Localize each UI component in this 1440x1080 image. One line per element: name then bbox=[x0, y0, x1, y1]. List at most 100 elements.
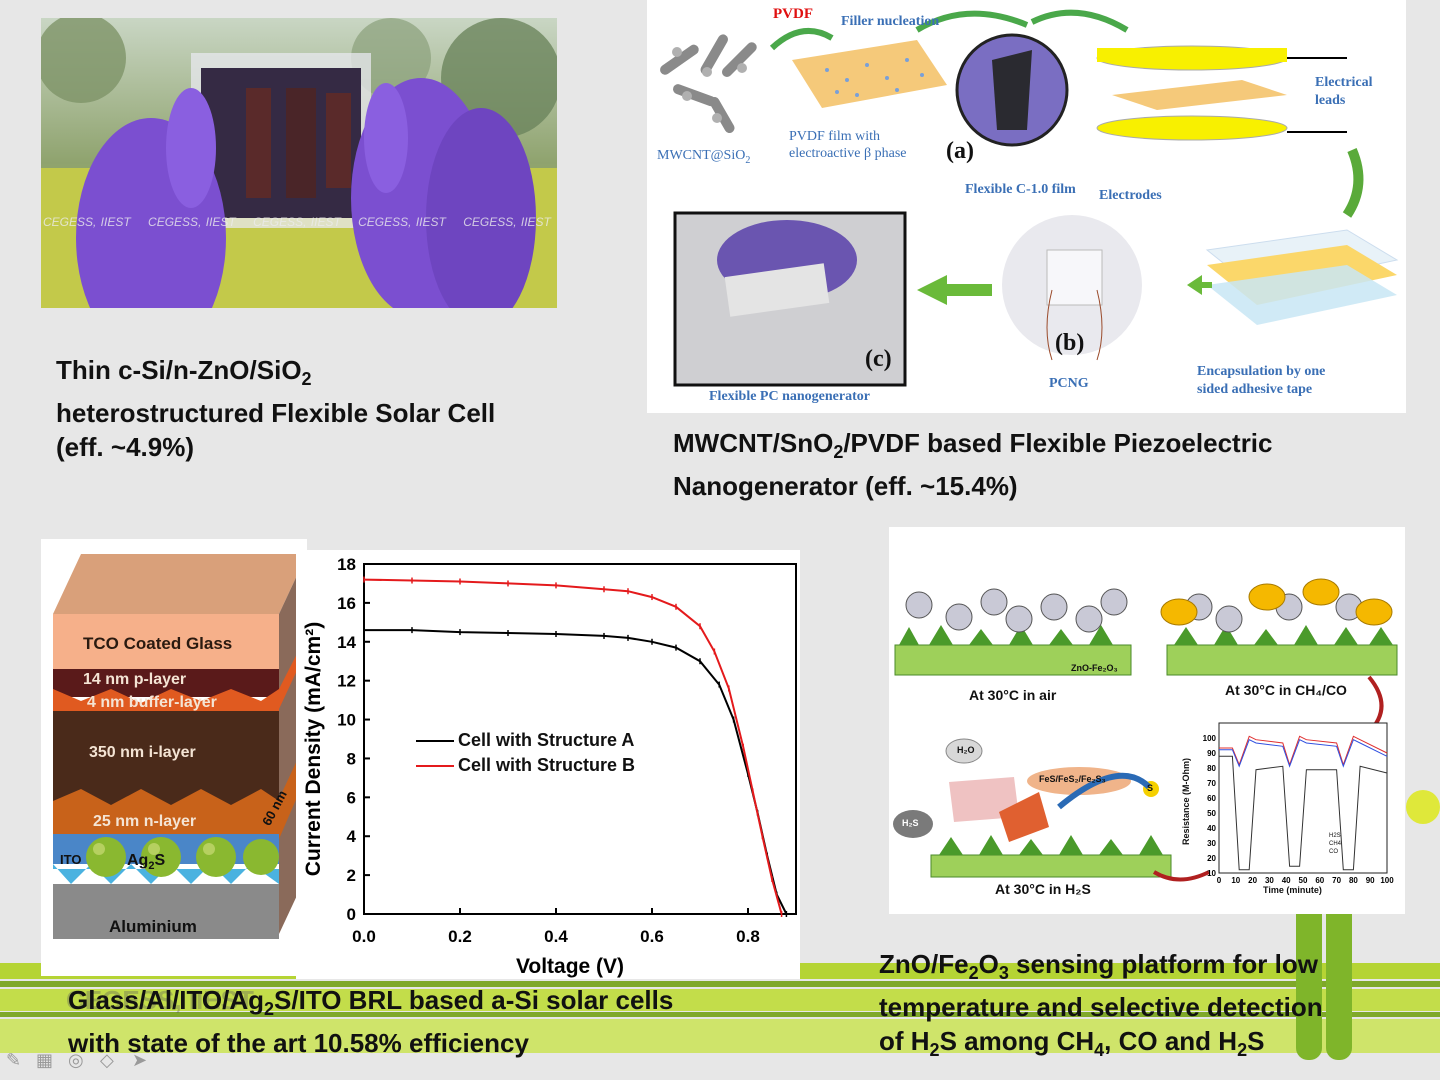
y-tick-label: 16 bbox=[337, 594, 356, 613]
label-electrodes: Electrodes bbox=[1099, 188, 1162, 203]
green-band-thin bbox=[0, 981, 1440, 987]
label-h2s-condition: At 30°C in H₂S bbox=[995, 881, 1091, 897]
green-dot bbox=[1406, 790, 1440, 824]
inset-y-tick-label: 20 bbox=[1207, 854, 1216, 863]
y-tick-label: 12 bbox=[337, 672, 356, 691]
inset-legend: H2S CH4 CO bbox=[1329, 832, 1341, 856]
zoom-tool-icon[interactable]: ◎ bbox=[68, 1050, 84, 1071]
layer-ito: ITO bbox=[60, 852, 82, 867]
label-flexible-film: Flexible C-1.0 film bbox=[965, 182, 1076, 197]
label-c: (c) bbox=[865, 346, 892, 372]
inset-y-tick-label: 100 bbox=[1203, 734, 1217, 743]
inset-x-tick-label: 70 bbox=[1332, 876, 1341, 885]
solar-cell-photo: CEGESS, IIEST CEGESS, IIEST CEGESS, IIES… bbox=[41, 18, 557, 308]
green-pillar-right bbox=[1326, 910, 1352, 1060]
label-h2s-cloud: H₂S bbox=[902, 818, 919, 828]
x-axis-label: Voltage (V) bbox=[516, 955, 624, 978]
label-fes: FeS/FeS₂/Fe₂S₃ bbox=[1039, 774, 1106, 784]
label-h2o: H₂O bbox=[957, 745, 975, 755]
solar-cell-layer-diagram: TCO Coated Glass 14 nm p-layer 4 nm buff… bbox=[41, 539, 307, 976]
inset-ylabel: Resistance (M-Ohm) bbox=[1181, 757, 1191, 845]
legend-item-structure-b: Cell with Structure B bbox=[416, 753, 635, 778]
label-sulfur: S bbox=[1147, 783, 1154, 793]
label-filler-nucleation: Filler nucleation bbox=[841, 14, 940, 29]
layer-n: 25 nm n-layer bbox=[93, 813, 197, 830]
y-tick-label: 18 bbox=[337, 555, 356, 574]
green-pillar-left bbox=[1296, 910, 1322, 1060]
inset-y-tick-label: 30 bbox=[1207, 839, 1216, 848]
layer-i: 350 nm i-layer bbox=[89, 744, 196, 761]
layer-ag2s: Ag2S bbox=[127, 852, 166, 873]
y-tick-label: 6 bbox=[347, 788, 356, 807]
caption-gas-sensing: ZnO/Fe2O3 sensing platform for low tempe… bbox=[879, 949, 1323, 1061]
pointer-tool-icon[interactable]: ➤ bbox=[132, 1050, 148, 1071]
inset-x-tick-label: 40 bbox=[1282, 876, 1291, 885]
legend-item-structure-a: Cell with Structure A bbox=[416, 728, 635, 753]
label-a: (a) bbox=[946, 138, 974, 164]
y-tick-label: 8 bbox=[347, 749, 356, 768]
y-tick-label: 10 bbox=[337, 711, 356, 730]
inset-x-tick-label: 60 bbox=[1315, 876, 1324, 885]
label-pvdf: PVDF bbox=[773, 6, 813, 22]
jv-legend: Cell with Structure A Cell with Structur… bbox=[416, 728, 635, 778]
x-tick-label: 0.4 bbox=[544, 927, 568, 946]
pen-tool-icon[interactable]: ✎ bbox=[6, 1050, 22, 1071]
inset-x-tick-label: 50 bbox=[1299, 876, 1308, 885]
label-mwcnt: MWCNT@SiO2 bbox=[657, 148, 751, 166]
label-b: (b) bbox=[1055, 330, 1085, 356]
y-axis-label: Current Density (mA/cm²) bbox=[302, 622, 325, 876]
caption-asi-cells: Glass/Al/ITO/Ag2S/ITO BRL based a-Si sol… bbox=[68, 985, 674, 1059]
inset-legend-ch4: CH4 bbox=[1329, 841, 1342, 847]
nanogenerator-schematic: PVDF Filler nucleation MWCNT@SiO2 PVDF f… bbox=[647, 0, 1406, 413]
caption-nanogenerator: MWCNT/SnO2/PVDF based Flexible Piezoelec… bbox=[673, 428, 1273, 502]
inset-y-tick-label: 10 bbox=[1207, 869, 1216, 878]
inset-y-tick-label: 90 bbox=[1207, 749, 1216, 758]
label-zno-fe2o3: ZnO-Fe₂O₃ bbox=[1071, 663, 1118, 673]
inset-y-tick-label: 60 bbox=[1207, 794, 1216, 803]
x-tick-label: 0.8 bbox=[736, 927, 760, 946]
label-ch4co: At 30°C in CH₄/CO bbox=[1225, 682, 1347, 698]
green-band-bottom bbox=[0, 1019, 1440, 1053]
eraser-tool-icon[interactable]: ◇ bbox=[100, 1050, 114, 1071]
inset-x-tick-label: 10 bbox=[1231, 876, 1240, 885]
label-pcng: PCNG bbox=[1049, 376, 1089, 391]
inset-curve-0 bbox=[1219, 755, 1388, 871]
inset-x-tick-label: 0 bbox=[1217, 876, 1222, 885]
plot-frame bbox=[363, 563, 797, 915]
y-tick-label: 4 bbox=[347, 827, 357, 846]
label-air: At 30°C in air bbox=[969, 687, 1057, 703]
inset-curve-2 bbox=[1219, 739, 1388, 768]
caption-solar-cell: Thin c-Si/n-ZnO/SiO2 heterostructured Fl… bbox=[56, 355, 496, 463]
inset-curve-1 bbox=[1219, 735, 1388, 767]
layer-p: 14 nm p-layer bbox=[83, 671, 187, 688]
y-tick-label: 2 bbox=[347, 866, 356, 885]
x-tick-label: 0.0 bbox=[352, 927, 376, 946]
inset-x-tick-label: 30 bbox=[1265, 876, 1274, 885]
inset-y-tick-label: 70 bbox=[1207, 779, 1216, 788]
slides-tool-icon[interactable]: ▦ bbox=[36, 1050, 54, 1071]
inset-x-tick-label: 20 bbox=[1248, 876, 1257, 885]
inset-y-tick-label: 50 bbox=[1207, 809, 1216, 818]
green-band-thin2 bbox=[0, 1012, 1440, 1017]
ghost-watermark: CEGESS, IIEST bbox=[66, 985, 254, 1015]
photo-watermark: CEGESS, IIEST CEGESS, IIEST CEGESS, IIES… bbox=[43, 215, 551, 229]
inset-x-tick-label: 90 bbox=[1366, 876, 1375, 885]
inset-legend-co: CO bbox=[1329, 849, 1338, 855]
layer-tco: TCO Coated Glass bbox=[83, 634, 233, 653]
inset-y-tick-label: 80 bbox=[1207, 764, 1216, 773]
green-band-mid bbox=[0, 989, 1440, 1011]
layer-buffer: 4 nm buffer-layer bbox=[87, 694, 217, 711]
x-tick-label: 0.2 bbox=[448, 927, 472, 946]
inset-x-tick-label: 100 bbox=[1380, 876, 1394, 885]
y-tick-label: 14 bbox=[337, 633, 356, 652]
inset-xlabel: Time (minute) bbox=[1263, 885, 1322, 895]
label-flexible-pc: Flexible PC nanogenerator bbox=[709, 389, 870, 404]
layer-aluminium: Aluminium bbox=[109, 917, 197, 936]
inset-y-tick-label: 40 bbox=[1207, 824, 1216, 833]
